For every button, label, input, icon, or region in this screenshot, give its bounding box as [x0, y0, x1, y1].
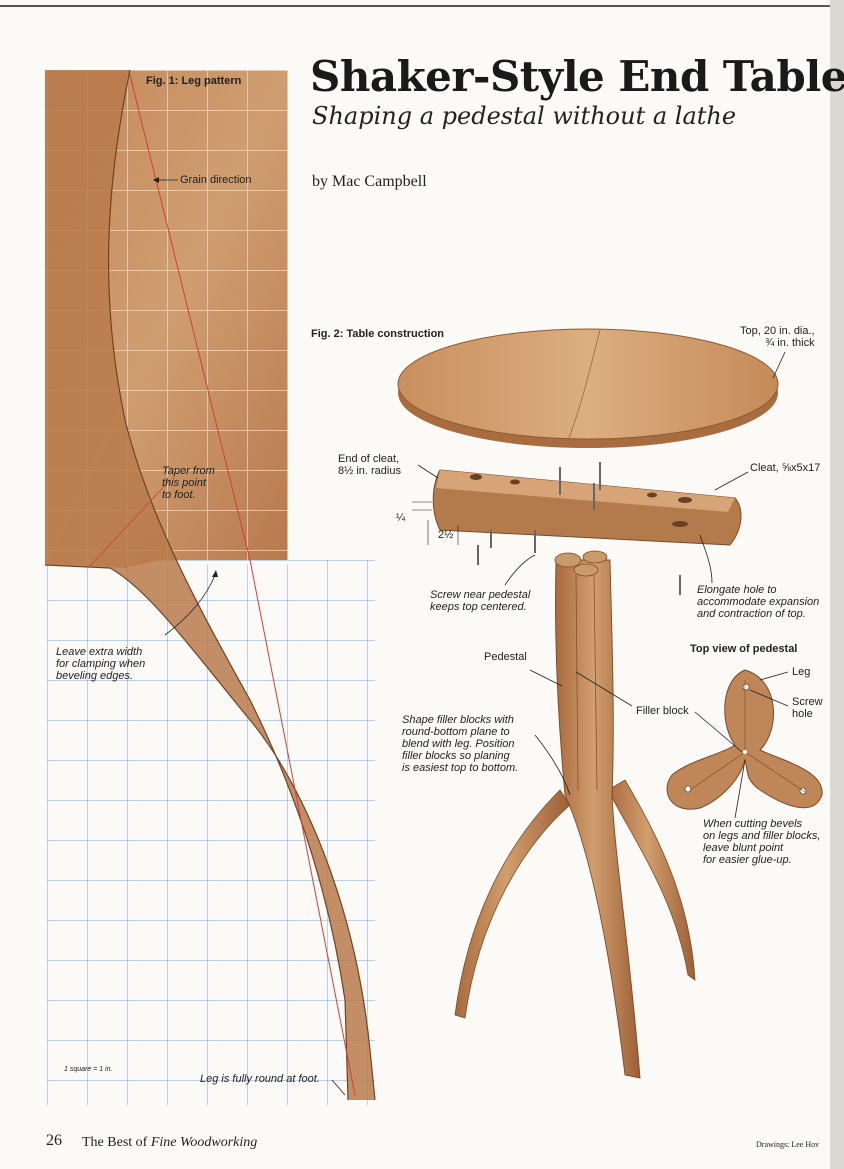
scale-label: 1 square = 1 in.: [64, 1066, 113, 1073]
top-dimension-label: Top, 20 in. dia., ¾ in. thick: [740, 325, 815, 349]
screw-near-pedestal-label: Screw near pedestal keeps top centered.: [430, 589, 531, 613]
shape-filler-blocks-label: Shape filler blocks with round-bottom pl…: [402, 714, 519, 774]
article-title: Shaker-Style End Table: [310, 52, 844, 101]
leg-label: Leg: [792, 666, 811, 678]
top-view-label: Top view of pedestal: [690, 643, 798, 655]
article-subtitle: Shaping a pedestal without a lathe: [312, 102, 737, 130]
end-of-cleat-label: End of cleat, 8½ in. radius: [338, 453, 401, 477]
byline: by Mac Campbell: [312, 173, 427, 190]
drawings-credit: Drawings: Lee Hov: [756, 1140, 820, 1149]
cleat: [412, 462, 749, 595]
filler-block-label: Filler block: [636, 705, 689, 717]
publication-prefix: The Best of: [82, 1135, 148, 1150]
dim-two-half: 2½: [438, 529, 454, 541]
publication-name: The Best of Fine Woodworking: [82, 1135, 257, 1151]
cleat-label: Cleat, ⅝x5x17: [750, 462, 821, 474]
publication-italic: Fine Woodworking: [150, 1135, 258, 1150]
taper-label: Taper from this point to foot.: [162, 465, 215, 501]
top-view-of-pedestal: [666, 669, 823, 819]
fig2-label: Fig. 2: Table construction: [311, 328, 445, 340]
page-number: 26: [46, 1132, 62, 1149]
top-rule: [0, 5, 844, 7]
pedestal-label: Pedestal: [484, 651, 527, 663]
elongate-hole-label: Elongate hole to accommodate expansion a…: [697, 584, 820, 620]
fig1-label: Fig. 1: Leg pattern: [146, 75, 242, 87]
fig1-wood-blank: [44, 69, 376, 1101]
table-top: [397, 328, 786, 448]
leave-extra-width-label: Leave extra width for clamping when beve…: [56, 646, 146, 682]
grain-direction-label: Grain direction: [180, 174, 252, 186]
fully-round-label: Leg is fully round at foot.: [200, 1073, 320, 1085]
dim-quarter: ¼: [396, 512, 406, 524]
page-gutter: [830, 0, 844, 1169]
screw-hole-label: Screw hole: [792, 696, 823, 720]
cutting-bevels-label: When cutting bevels on legs and filler b…: [703, 818, 821, 866]
pedestal: [454, 550, 696, 1079]
